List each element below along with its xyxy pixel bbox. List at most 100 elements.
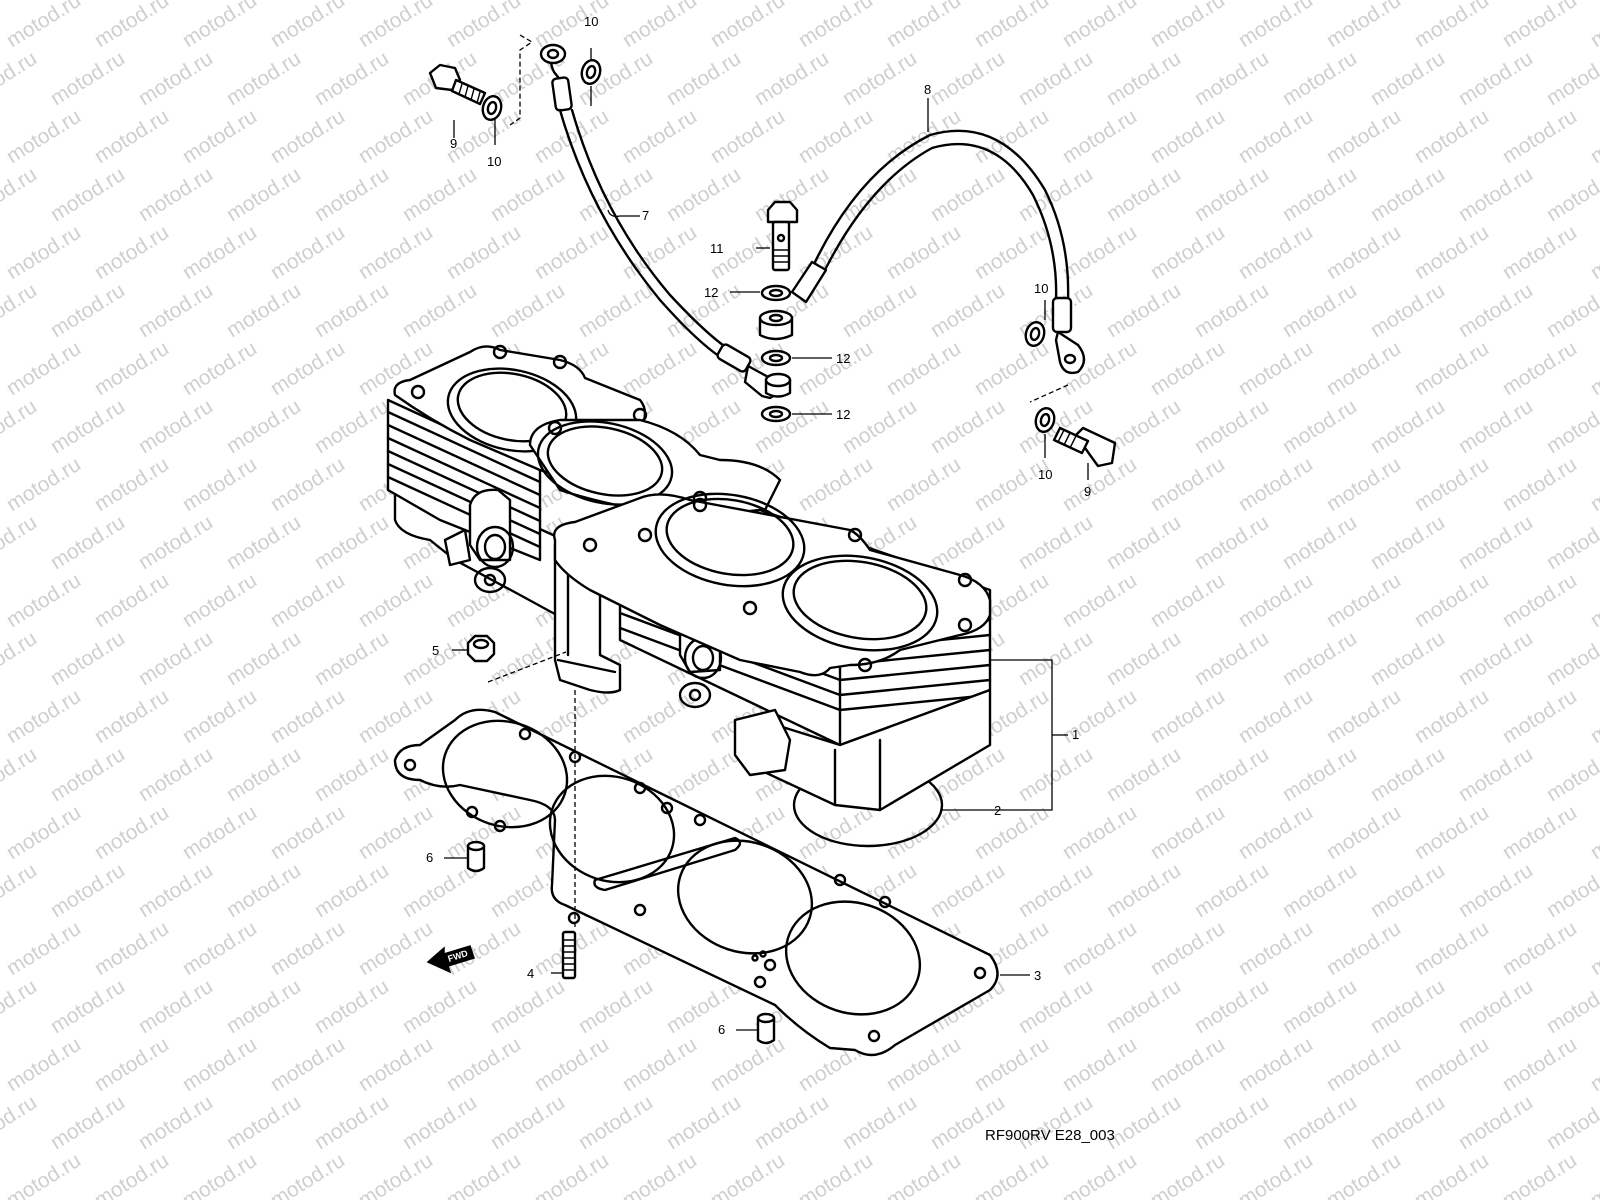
callout-12-upper: 12 [704, 285, 718, 300]
watermark-text: motod.ru [442, 1033, 524, 1096]
watermark-text: motod.ru [1366, 47, 1448, 110]
watermark-text: motod.ru [1322, 1033, 1404, 1096]
watermark-text: motod.ru [354, 221, 436, 284]
watermark-text: motod.ru [1498, 105, 1580, 168]
watermark-text: motod.ru [882, 0, 964, 52]
watermark-text: motod.ru [838, 279, 920, 342]
watermark-text: motod.ru [1454, 859, 1536, 922]
callout-1: 1 [1072, 727, 1079, 742]
watermark-text: motod.ru [926, 47, 1008, 110]
watermark-text: motod.ru [310, 627, 392, 690]
watermark-text: motod.ru [178, 221, 260, 284]
watermark-text: motod.ru [134, 395, 216, 458]
watermark-text: motod.ru [662, 47, 744, 110]
watermark-text: motod.ru [2, 453, 84, 516]
watermark-text: motod.ru [1322, 337, 1404, 400]
watermark-text: motod.ru [926, 511, 1008, 574]
callout-12-middle: 12 [836, 351, 850, 366]
watermark-text: motod.ru [486, 1091, 568, 1154]
watermark-text: motod.ru [1234, 0, 1316, 52]
watermark-text: motod.ru [178, 453, 260, 516]
watermark-text: motod.ru [90, 685, 172, 748]
watermark-text: motod.ru [90, 105, 172, 168]
watermark-text: motod.ru [662, 163, 744, 226]
callout-10-right-lower: 10 [1038, 467, 1052, 482]
watermark-text: motod.ru [2, 337, 84, 400]
watermark-text: motod.ru [618, 1033, 700, 1096]
watermark-text: motod.ru [310, 163, 392, 226]
watermark-text: motod.ru [0, 859, 41, 922]
watermark-text: motod.ru [882, 453, 964, 516]
watermark-text: motod.ru [1410, 105, 1492, 168]
watermark-text: motod.ru [0, 279, 41, 342]
watermark-text: motod.ru [134, 1091, 216, 1154]
watermark-text: motod.ru [926, 279, 1008, 342]
watermark-text: motod.ru [1234, 685, 1316, 748]
watermark-text: motod.ru [926, 163, 1008, 226]
watermark-text: motod.ru [46, 511, 128, 574]
watermark-text: motod.ru [134, 279, 216, 342]
watermark-text: motod.ru [2, 0, 84, 52]
watermark-text: motod.ru [1234, 569, 1316, 632]
watermark-text: motod.ru [1586, 685, 1600, 748]
dowel-pin-upper [466, 840, 486, 873]
watermark-text: motod.ru [794, 0, 876, 52]
watermark-text: motod.ru [970, 1149, 1052, 1200]
watermark-text: motod.ru [1190, 975, 1272, 1038]
watermark-text: motod.ru [1058, 917, 1140, 980]
watermark-text: motod.ru [178, 1149, 260, 1200]
watermark-text: motod.ru [134, 163, 216, 226]
watermark-text: motod.ru [1190, 47, 1272, 110]
watermark-text: motod.ru [1366, 395, 1448, 458]
callout-3: 3 [1034, 968, 1041, 983]
watermark-text: motod.ru [574, 975, 656, 1038]
dowel-pin-lower [756, 1012, 776, 1045]
watermark-text: motod.ru [1102, 859, 1184, 922]
watermark-text: motod.ru [178, 801, 260, 864]
watermark-text: motod.ru [926, 395, 1008, 458]
watermark-text: motod.ru [2, 105, 84, 168]
watermark-text: motod.ru [46, 743, 128, 806]
watermark-text: motod.ru [134, 975, 216, 1038]
watermark-text: motod.ru [1498, 685, 1580, 748]
watermark-text: motod.ru [134, 47, 216, 110]
oil-hose-right [790, 129, 1086, 375]
watermark-text: motod.ru [794, 453, 876, 516]
watermark-text: motod.ru [46, 47, 128, 110]
watermark-text: motod.ru [1454, 1091, 1536, 1154]
watermark-text: motod.ru [1366, 511, 1448, 574]
watermark-text: motod.ru [310, 743, 392, 806]
watermark-text: motod.ru [838, 163, 920, 226]
watermark-text: motod.ru [1102, 743, 1184, 806]
watermark-text: motod.ru [1586, 1033, 1600, 1096]
watermark-text: motod.ru [1586, 453, 1600, 516]
watermark-text: motod.ru [266, 221, 348, 284]
callout-6-lower: 6 [718, 1022, 725, 1037]
watermark-text: motod.ru [970, 221, 1052, 284]
watermark-text: motod.ru [1058, 801, 1140, 864]
watermark-text: motod.ru [266, 569, 348, 632]
watermark-text: motod.ru [222, 511, 304, 574]
watermark-text: motod.ru [1278, 47, 1360, 110]
watermark-text: motod.ru [442, 1149, 524, 1200]
watermark-text: motod.ru [1146, 105, 1228, 168]
watermark-text: motod.ru [1190, 279, 1272, 342]
watermark-text: motod.ru [1058, 221, 1140, 284]
watermark-text: motod.ru [1366, 743, 1448, 806]
watermark-text: motod.ru [1322, 685, 1404, 748]
watermark-text: motod.ru [882, 221, 964, 284]
watermark-text: motod.ru [2, 569, 84, 632]
watermark-text: motod.ru [354, 569, 436, 632]
watermark-text: motod.ru [1542, 163, 1600, 226]
watermark-text: motod.ru [1234, 1033, 1316, 1096]
watermark-text: motod.ru [1366, 279, 1448, 342]
callout-9-top: 9 [450, 136, 457, 151]
watermark-text: motod.ru [0, 975, 41, 1038]
watermark-text: motod.ru [1498, 801, 1580, 864]
watermark-text: motod.ru [1146, 1033, 1228, 1096]
watermark-text: motod.ru [1278, 279, 1360, 342]
watermark-text: motod.ru [1058, 1149, 1140, 1200]
fwd-arrow-icon: FWD [426, 945, 475, 974]
watermark-text: motod.ru [1190, 743, 1272, 806]
watermark-text: motod.ru [1410, 1149, 1492, 1200]
